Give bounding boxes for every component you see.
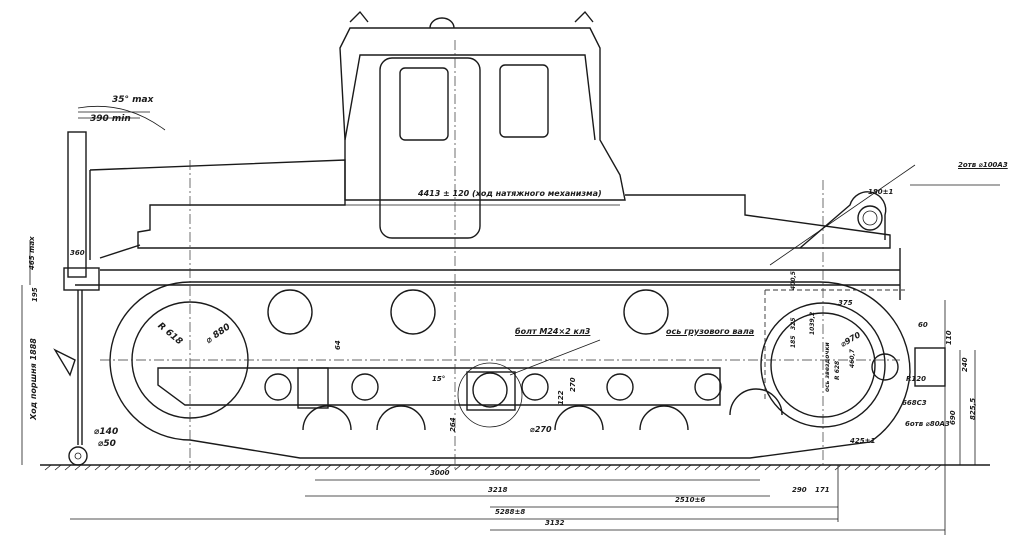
dia-140-label: ⌀140	[94, 427, 119, 437]
dim-64-label: 64	[334, 340, 342, 350]
radius-120-label: R120	[906, 375, 927, 383]
fit-668-label: 668C3	[902, 399, 927, 407]
dim-2510-label: 2510±6	[675, 496, 706, 504]
sprocket-axis-label: ось звездочки	[824, 342, 831, 392]
dim-460-label: 460,7	[849, 349, 856, 368]
dim-400-label: 400,5	[790, 271, 797, 290]
dim-171-label: 171	[815, 486, 830, 494]
dim-180-label: 180±1	[868, 188, 894, 196]
dim-270-label: 270	[569, 377, 577, 392]
load-shaft-axis-label: ось грузового вала	[666, 327, 755, 336]
cab	[339, 10, 626, 239]
dim-1039-label: 1039,2	[809, 311, 816, 335]
dim-264-label: 264	[449, 417, 457, 432]
dim-325-label: 325	[790, 317, 797, 330]
dim-240-label: 240	[961, 357, 969, 372]
dim-690-label: 690	[949, 410, 957, 425]
dim-425-label: 425±1	[850, 437, 876, 445]
dim-122-label: 122	[557, 390, 565, 405]
angle-15-label: 15°	[432, 375, 446, 383]
holes-bottom-label: 6отв ⌀80A3	[905, 420, 950, 428]
track	[109, 281, 946, 459]
max-height-label: 465 max	[28, 236, 36, 270]
dia-270-label: ⌀270	[530, 425, 552, 434]
hull	[75, 159, 901, 300]
dimension-lines	[21, 40, 1000, 535]
dim-5288-label: 5288±8	[495, 508, 526, 516]
radius-628-label: R 628	[834, 360, 841, 380]
dia-50-label: ⌀50	[98, 439, 116, 449]
tilt-angle-label: 35° max	[112, 95, 154, 105]
piston-stroke-label: Ход поршня 1888	[29, 338, 38, 420]
cyl-width-label: 360	[70, 249, 85, 257]
tensioner-travel-label: 4413 ± 120 (ход натяжного механизма)	[418, 189, 602, 198]
dim-825-label: 825,5	[969, 397, 977, 420]
dim-3000-label: 3000	[430, 469, 450, 477]
dim-110-label: 110	[945, 330, 953, 345]
ground-hatch	[40, 464, 990, 471]
dim-195-label: 195	[31, 287, 39, 302]
dim-3132-label: 3132	[545, 519, 565, 527]
dim-375-label: 375	[838, 299, 853, 307]
dim-60-label: 60	[918, 321, 928, 329]
dim-3218-label: 3218	[488, 486, 508, 494]
bolt-label: болт M24×2 кл3	[515, 327, 591, 336]
min-offset-label: 390 min	[90, 114, 131, 124]
dim-185-label: 185	[790, 335, 797, 348]
hydraulic-cylinder	[53, 131, 100, 466]
holes-top-label: 2отв ⌀100A3	[958, 161, 1008, 169]
dim-290-label: 290	[792, 486, 807, 494]
